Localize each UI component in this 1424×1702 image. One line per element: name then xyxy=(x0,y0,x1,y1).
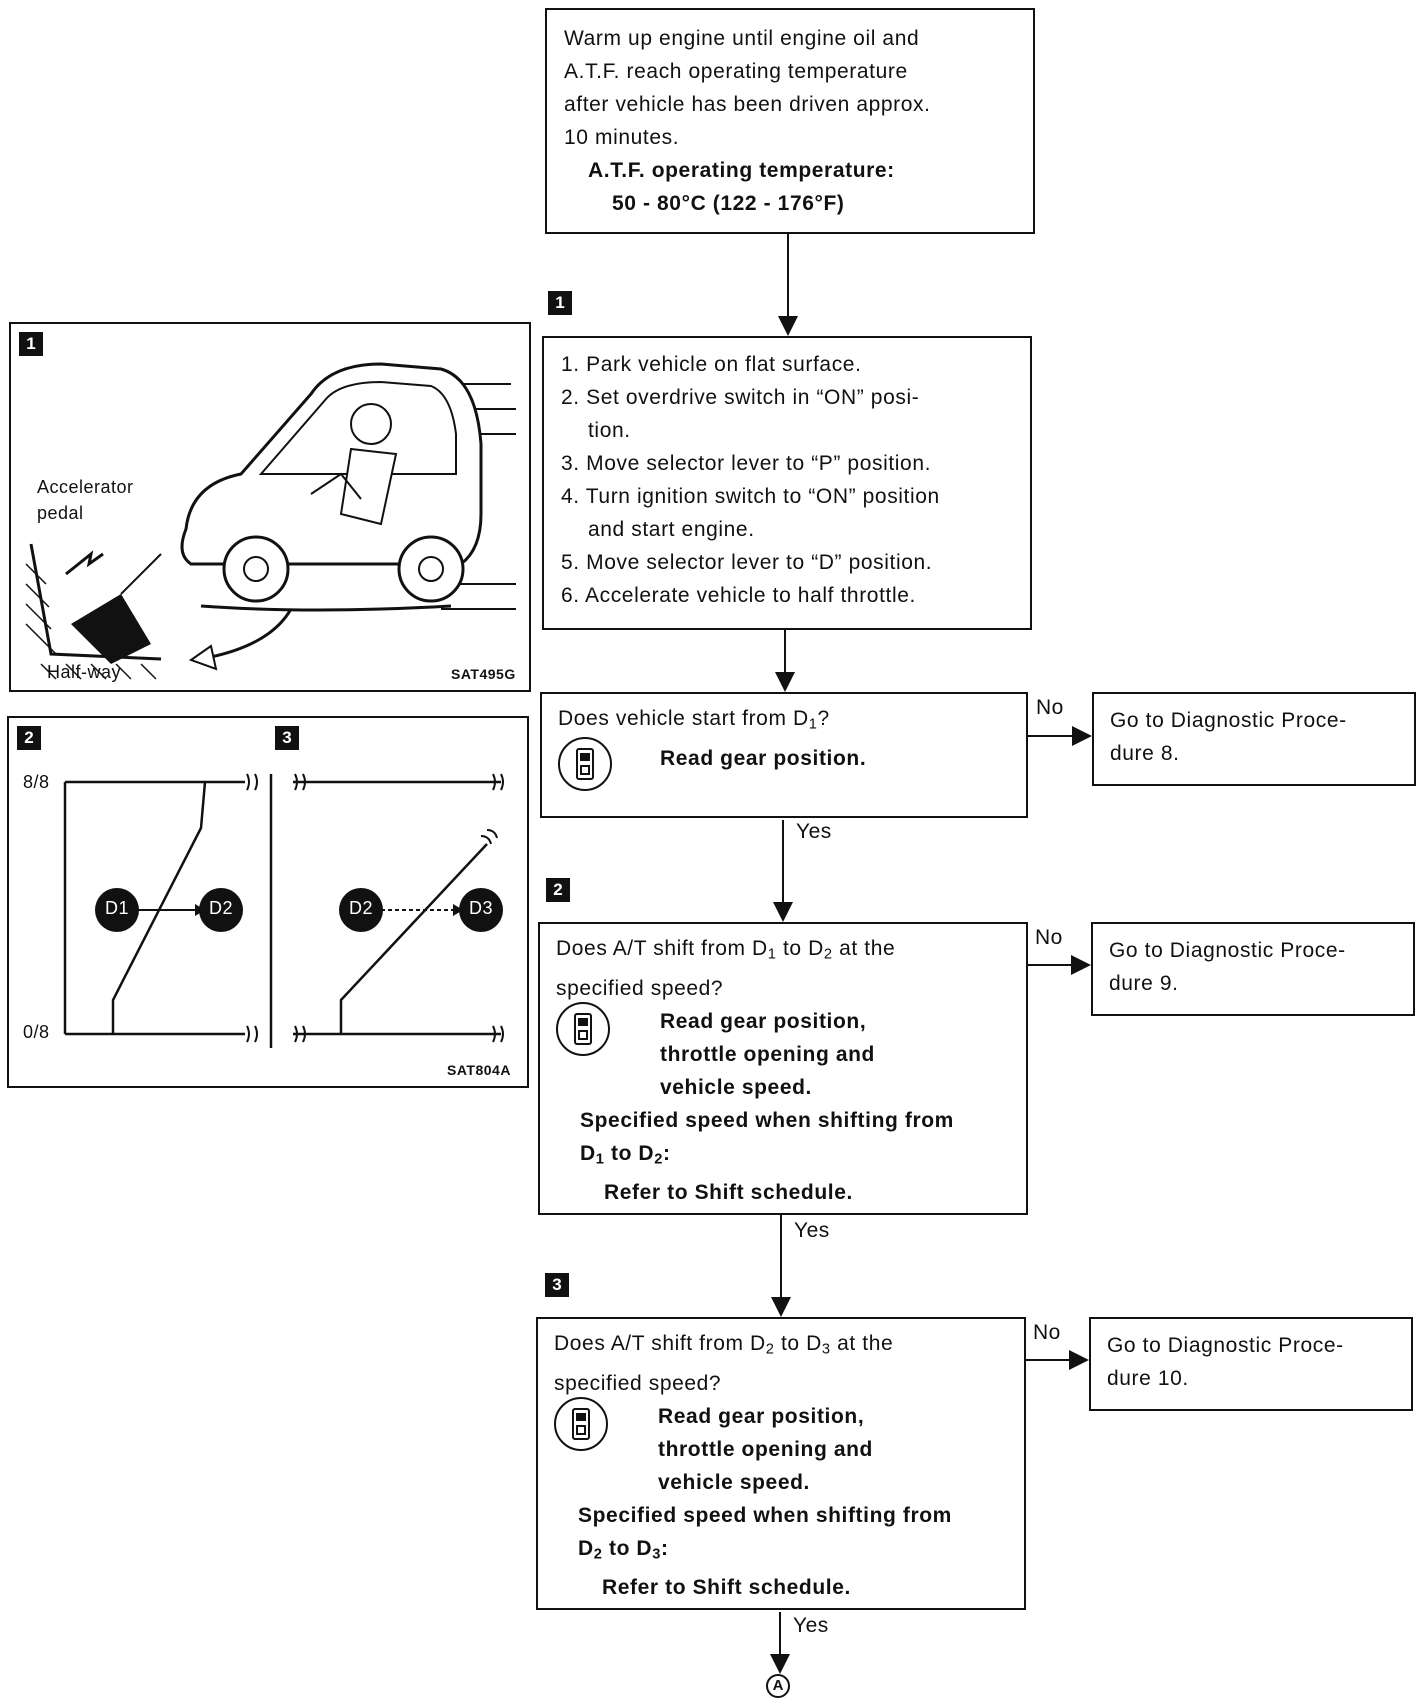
shift-graphs xyxy=(63,773,504,1048)
q2-spec-3: Refer to Shift schedule. xyxy=(604,1181,853,1205)
figure1-code: SAT495G xyxy=(451,666,516,682)
atf-temp-label: A.T.F. operating temperature: xyxy=(588,159,895,182)
step-marker-2: 2 xyxy=(546,878,570,902)
gear-d2-right: D2 xyxy=(349,898,374,918)
step1-item-2-cont: tion. xyxy=(588,419,631,442)
q2-no-label: No xyxy=(1035,926,1063,949)
q1-no-label: No xyxy=(1036,696,1064,719)
intro-line-3: after vehicle has been driven approx. xyxy=(564,93,931,116)
consult-monitor-icon xyxy=(554,1397,608,1451)
q1-yes-label: Yes xyxy=(796,820,832,843)
car-illustration xyxy=(25,362,516,680)
step1-item-5: 5. Move selector lever to “D” position. xyxy=(561,551,933,574)
axis-label-8-8: 8/8 xyxy=(23,772,50,792)
label-halfway: Half-way xyxy=(47,662,122,682)
q2-spec-2: D1 to D2: xyxy=(580,1141,671,1168)
q2-box: Does A/T shift from D1 to D2 at the spec… xyxy=(538,922,1028,1215)
step-marker-1: 1 xyxy=(548,291,572,315)
q1-read: Read gear position. xyxy=(660,746,867,770)
q2-read-2: throttle opening and xyxy=(660,1042,875,1066)
figure2-marker-left: 2 xyxy=(17,726,41,750)
step1-item-2: 2. Set overdrive switch in “ON” posi- xyxy=(561,386,920,409)
q1-box: Does vehicle start from D1? Read gear po… xyxy=(540,692,1028,818)
consult-monitor-icon xyxy=(558,737,612,791)
label-accelerator: Accelerator pedal xyxy=(37,477,134,523)
q3-goto-line-1: Go to Diagnostic Proce- xyxy=(1107,1334,1344,1357)
gear-d3-right: D3 xyxy=(469,898,494,918)
axis-label-0-8: 0/8 xyxy=(23,1022,50,1042)
q3-yes-label: Yes xyxy=(793,1614,829,1637)
gear-d1-left: D1 xyxy=(105,898,130,918)
gear-d2-left: D2 xyxy=(209,898,234,918)
figure2-code: SAT804A xyxy=(447,1062,511,1078)
q3-no-label: No xyxy=(1033,1321,1061,1344)
q2-yes-label: Yes xyxy=(794,1219,830,1242)
figure2-marker-right: 3 xyxy=(275,726,299,750)
q3-read-1: Read gear position, xyxy=(658,1404,865,1428)
connector-a: A xyxy=(766,1674,790,1698)
step1-item-1: 1. Park vehicle on flat surface. xyxy=(561,353,862,376)
q1-goto-line-2: dure 8. xyxy=(1110,742,1180,765)
consult-monitor-icon xyxy=(556,1002,610,1056)
q2-question-2: specified speed? xyxy=(556,976,724,1000)
step1-item-6: 6. Accelerate vehicle to half throttle. xyxy=(561,584,916,607)
q1-goto-box: Go to Diagnostic Proce- dure 8. xyxy=(1092,692,1416,786)
q3-question-1: Does A/T shift from D2 to D3 at the xyxy=(554,1332,894,1358)
intro-line-2: A.T.F. reach operating temperature xyxy=(564,60,908,83)
q3-goto-line-2: dure 10. xyxy=(1107,1367,1189,1390)
atf-temp-value: 50 - 80°C (122 - 176°F) xyxy=(612,192,845,215)
step1-item-4: 4. Turn ignition switch to “ON” position xyxy=(561,485,940,508)
step1-box: 1. Park vehicle on flat surface. 2. Set … xyxy=(542,336,1032,630)
q3-goto-box: Go to Diagnostic Proce- dure 10. xyxy=(1089,1317,1413,1411)
q3-read-2: throttle opening and xyxy=(658,1437,873,1461)
q2-goto-line-2: dure 9. xyxy=(1109,972,1179,995)
figure-accelerator: 1 xyxy=(9,322,531,692)
q3-question-2: specified speed? xyxy=(554,1371,722,1395)
q1-goto-line-1: Go to Diagnostic Proce- xyxy=(1110,709,1347,732)
q3-spec-3: Refer to Shift schedule. xyxy=(602,1576,851,1600)
figure-shift-graphs: 2 3 8/8 0/8 xyxy=(7,716,529,1088)
q2-goto-box: Go to Diagnostic Proce- dure 9. xyxy=(1091,922,1415,1016)
q1-question: Does vehicle start from D1? xyxy=(558,707,830,733)
step1-item-3: 3. Move selector lever to “P” position. xyxy=(561,452,932,475)
q3-box: Does A/T shift from D2 to D3 at the spec… xyxy=(536,1317,1026,1610)
intro-line-1: Warm up engine until engine oil and xyxy=(564,27,920,50)
q2-read-1: Read gear position, xyxy=(660,1009,867,1033)
figure1-marker: 1 xyxy=(19,332,43,356)
q2-spec-1: Specified speed when shifting from xyxy=(580,1108,954,1132)
q2-goto-line-1: Go to Diagnostic Proce- xyxy=(1109,939,1346,962)
q2-read-3: vehicle speed. xyxy=(660,1075,812,1099)
step1-item-4-cont: and start engine. xyxy=(588,518,755,541)
q2-question-1: Does A/T shift from D1 to D2 at the xyxy=(556,937,896,963)
step-marker-3: 3 xyxy=(545,1273,569,1297)
intro-line-4: 10 minutes. xyxy=(564,126,680,149)
q3-read-3: vehicle speed. xyxy=(658,1470,810,1494)
connector-a-label: A xyxy=(772,1677,784,1694)
intro-box: Warm up engine until engine oil and A.T.… xyxy=(545,8,1035,234)
q3-spec-2: D2 to D3: xyxy=(578,1536,669,1563)
q3-spec-1: Specified speed when shifting from xyxy=(578,1503,952,1527)
